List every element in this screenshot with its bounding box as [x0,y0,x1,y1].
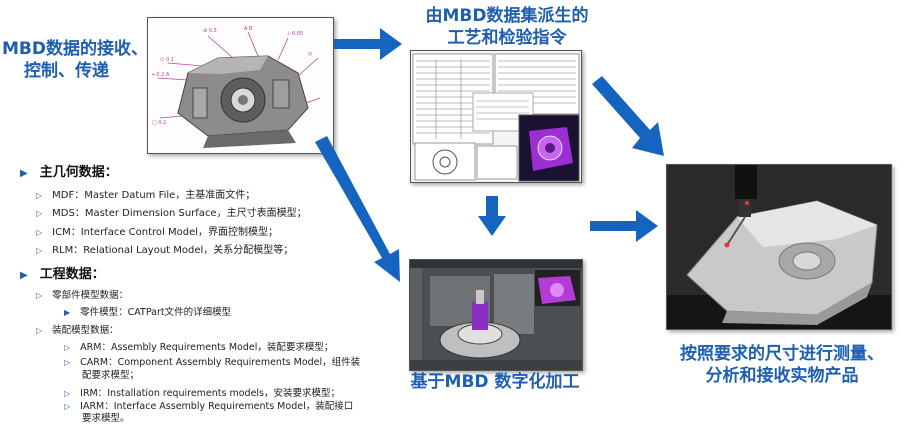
engineering-heading: ▶ 工程数据： [20,263,105,282]
mbd-control-title-line2: 控制、传递 [24,61,109,81]
bullet-triangle-icon: ▷ [36,209,43,218]
assembly-heading: ▷装配模型数据： [36,325,119,336]
machining-simulation-drawing [410,260,582,370]
instructions-title: 由MBD数据集派生的 工艺和检验指令 [412,5,602,49]
assembly-item: ▷CARM：Component Assembly Requirements Mo… [64,357,361,381]
svg-text:∅ 0.1: ∅ 0.1 [160,57,174,63]
arrow-diagonal-down-right-icon [592,76,664,156]
part-model-heading: ▷零部件模型数据： [36,290,129,301]
bullet-triangle-icon: ▷ [36,291,43,300]
digital-machining-title: 基于MBD 数字化加工 [410,372,580,392]
geometry-item: ▷ICM：Interface Control Model，界面控制模型； [36,227,279,238]
digital-machining-image [409,259,583,371]
mbd-control-title: MBD数据的接收、 控制、传递 [2,38,152,82]
geometry-item: ▷RLM：Relational Layout Model，关系分配模型等； [36,245,294,256]
assembly-item: ▷IARM：Interface Assembly Requirements Mo… [64,401,354,424]
arrow-diagonal-down-icon [315,136,400,282]
engineering-heading-text: 工程数据： [39,267,105,282]
measurement-title-line1: 按照要求的尺寸进行测量、 [680,344,884,364]
bullet-triangle-icon: ▷ [36,326,43,335]
process-instruction-documents-image [410,50,582,183]
cad-model-drawing: ⌖ 0.2 A ∅ 0.1 ⊕ 0.3 A B ⊥ 0.05 ◎ □ 0.2 [148,18,333,153]
instructions-title-line1: 由MBD数据集派生的 [425,6,589,26]
geometry-item: ▷MDS：Master Dimension Surface，主尺寸表面模型； [36,208,307,219]
svg-text:⌖ 0.2 A: ⌖ 0.2 A [152,72,170,78]
cad-model-image: ⌖ 0.2 A ∅ 0.1 ⊕ 0.3 A B ⊥ 0.05 ◎ □ 0.2 [147,17,334,154]
svg-text:⊥ 0.05: ⊥ 0.05 [286,31,303,37]
bullet-triangle-icon: ▶ [20,270,28,281]
svg-text:□ 0.2: □ 0.2 [152,120,166,126]
arrow-right-icon [334,28,402,60]
bullet-triangle-icon: ▷ [64,343,71,352]
svg-text:A B: A B [244,26,253,32]
bullet-triangle-icon: ▷ [36,191,43,200]
geometry-heading: ▶ 主几何数据： [20,161,118,180]
cmm-photo-drawing [667,165,891,329]
arrow-down-icon [478,196,506,236]
bullet-triangle-icon: ▶ [20,168,28,179]
bullet-triangle-icon: ▷ [64,389,71,398]
assembly-item: ▷IRM：Installation requirements models，安装… [64,388,341,399]
geometry-item: ▷MDF：Master Datum File，主基准面文件； [36,190,256,201]
instruction-sheets-drawing [411,51,581,182]
instructions-title-line2: 工艺和检验指令 [447,28,567,48]
assembly-item: ▷ARM：Assembly Requirements Model，装配要求模型； [64,342,334,353]
bullet-triangle-icon: ▷ [64,358,71,367]
measurement-title: 按照要求的尺寸进行测量、 分析和接收实物产品 [664,343,900,387]
bullet-triangle-icon: ▷ [36,228,43,237]
bullet-triangle-icon: ▶ [64,308,71,317]
mbd-control-title-line1: MBD数据的接收、 [2,39,148,59]
measurement-title-line2: 分析和接收实物产品 [705,366,859,386]
part-model-item: ▶零件模型：CATPart文件的详细模型 [64,307,232,318]
cmm-measurement-image [666,164,892,330]
geometry-heading-text: 主几何数据： [39,165,118,180]
bullet-triangle-icon: ▷ [36,246,43,255]
bullet-triangle-icon: ▷ [64,402,71,411]
svg-text:◎: ◎ [308,51,313,57]
svg-text:⊕ 0.3: ⊕ 0.3 [203,28,217,34]
arrow-right-icon [590,210,658,242]
